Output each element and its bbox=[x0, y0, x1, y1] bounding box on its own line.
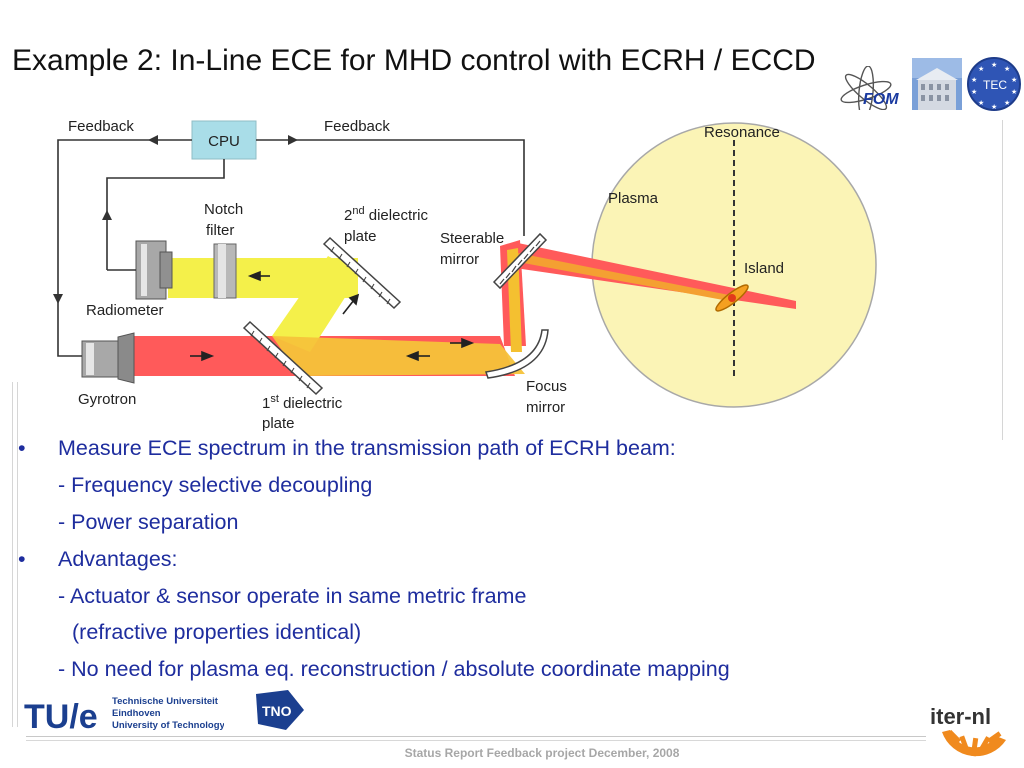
bullet-line-2: - Frequency selective decoupling bbox=[18, 472, 998, 509]
title-bar: Example 2: In-Line ECE for MHD control w… bbox=[0, 40, 1024, 76]
fom-logo-text: FOM bbox=[863, 91, 899, 108]
focus-mirror-label-1: Focus bbox=[526, 378, 567, 395]
feedback-wires bbox=[57, 139, 525, 357]
bullet-text: - Power separation bbox=[58, 509, 239, 534]
tue-line-3: University of Technology bbox=[112, 720, 224, 731]
fom-logo: FOM bbox=[840, 66, 899, 110]
gyrotron bbox=[81, 332, 135, 384]
right-frame-line bbox=[1002, 120, 1007, 440]
svg-text:★: ★ bbox=[1011, 88, 1017, 96]
cpu-label: CPU bbox=[208, 133, 240, 150]
iter-nl-text: iter-nl bbox=[930, 704, 991, 729]
footer-text: Status Report Feedback project December,… bbox=[404, 746, 680, 760]
feedback-arrowheads bbox=[53, 135, 298, 304]
bullet-text: - No need for plasma eq. reconstruction … bbox=[58, 657, 730, 682]
focus-mirror-label-2: mirror bbox=[526, 399, 565, 416]
tec-logo: ★★★★ ★★★★ ★★ TEC bbox=[967, 57, 1021, 111]
tec-logo-text: TEC bbox=[983, 78, 1007, 92]
ecrh-beam-to-plasma bbox=[515, 243, 796, 309]
bullet-text: Advantages: bbox=[58, 546, 178, 571]
svg-text:★: ★ bbox=[991, 61, 997, 69]
steerable-mirror bbox=[492, 232, 548, 290]
building-logo bbox=[912, 58, 962, 110]
bullet-line-1: • Measure ECE spectrum in the transmissi… bbox=[18, 435, 998, 472]
bullet-list: • Measure ECE spectrum in the transmissi… bbox=[18, 435, 998, 693]
gyrotron-label: Gyrotron bbox=[78, 391, 136, 408]
steerable-mirror-label-1: Steerable bbox=[440, 230, 504, 247]
first-plate-label-2: plate bbox=[262, 415, 295, 432]
bullet-line-6: (refractive properties identical) bbox=[18, 619, 998, 656]
tue-line-2: Eindhoven bbox=[112, 708, 161, 719]
cpu-box bbox=[191, 120, 257, 160]
second-plate-label: 2nd dielectric bbox=[344, 205, 428, 224]
svg-text:★: ★ bbox=[991, 103, 997, 111]
bullet-line-4: • Advantages: bbox=[18, 546, 998, 583]
left-frame-line bbox=[12, 382, 18, 727]
svg-text:★: ★ bbox=[1004, 65, 1010, 73]
slide-title: Example 2: In-Line ECE for MHD control w… bbox=[12, 44, 816, 76]
bullet-line-5: - Actuator & sensor operate in same metr… bbox=[18, 583, 998, 620]
radiometer-label: Radiometer bbox=[86, 302, 164, 319]
svg-text:★: ★ bbox=[1011, 76, 1017, 84]
bullet-text: - Actuator & sensor operate in same metr… bbox=[58, 583, 527, 608]
ece-diagram: CPU Feedback Feedback Notch filter Radio… bbox=[53, 118, 877, 432]
svg-text:★: ★ bbox=[971, 88, 977, 96]
feedback-right-label: Feedback bbox=[324, 118, 390, 135]
footer-rule bbox=[26, 736, 926, 741]
ece-beam-to-plasma bbox=[518, 253, 734, 302]
plasma-label: Plasma bbox=[608, 190, 659, 207]
tno-logo: TNO bbox=[256, 690, 304, 730]
first-dielectric-plate bbox=[242, 320, 324, 396]
second-plate-label-2: plate bbox=[344, 228, 377, 245]
focus-mirror bbox=[485, 329, 549, 379]
tue-mark: TU/e bbox=[24, 698, 98, 736]
iter-nl-logo: iter-nl bbox=[930, 704, 1006, 757]
bullet-mark: • bbox=[18, 546, 26, 571]
second-dielectric-plate bbox=[322, 236, 402, 310]
bullet-line-7: - No need for plasma eq. reconstruction … bbox=[18, 656, 998, 693]
tue-line-1: Technische Universiteit bbox=[112, 696, 219, 707]
first-plate-label: 1st dielectric bbox=[262, 393, 343, 412]
svg-text:★: ★ bbox=[971, 76, 977, 84]
svg-text:★: ★ bbox=[978, 65, 984, 73]
notch-filter bbox=[213, 243, 237, 299]
ece-beam-diagonal bbox=[272, 256, 360, 352]
radiometer bbox=[135, 240, 173, 300]
bullet-mark: • bbox=[18, 436, 26, 460]
bullet-line-3: - Power separation bbox=[18, 509, 998, 546]
notch-filter-label-2: filter bbox=[206, 222, 234, 239]
island-center bbox=[728, 294, 736, 302]
notch-filter-label-1: Notch bbox=[204, 201, 243, 218]
bullet-text: (refractive properties identical) bbox=[72, 620, 362, 645]
beam-arrows bbox=[190, 270, 475, 362]
feedback-left-label: Feedback bbox=[68, 118, 134, 135]
bullet-text: - Frequency selective decoupling bbox=[58, 472, 373, 497]
tno-logo-text: TNO bbox=[262, 703, 292, 719]
tue-logo: TU/e Technische Universiteit Eindhoven U… bbox=[24, 696, 224, 736]
svg-text:★: ★ bbox=[1004, 99, 1010, 107]
resonance-label: Resonance bbox=[704, 124, 780, 141]
island-label: Island bbox=[744, 260, 784, 277]
svg-text:★: ★ bbox=[978, 99, 984, 107]
bullet-text: Measure ECE spectrum in the transmission… bbox=[58, 436, 676, 460]
steerable-mirror-label-2: mirror bbox=[440, 251, 479, 268]
